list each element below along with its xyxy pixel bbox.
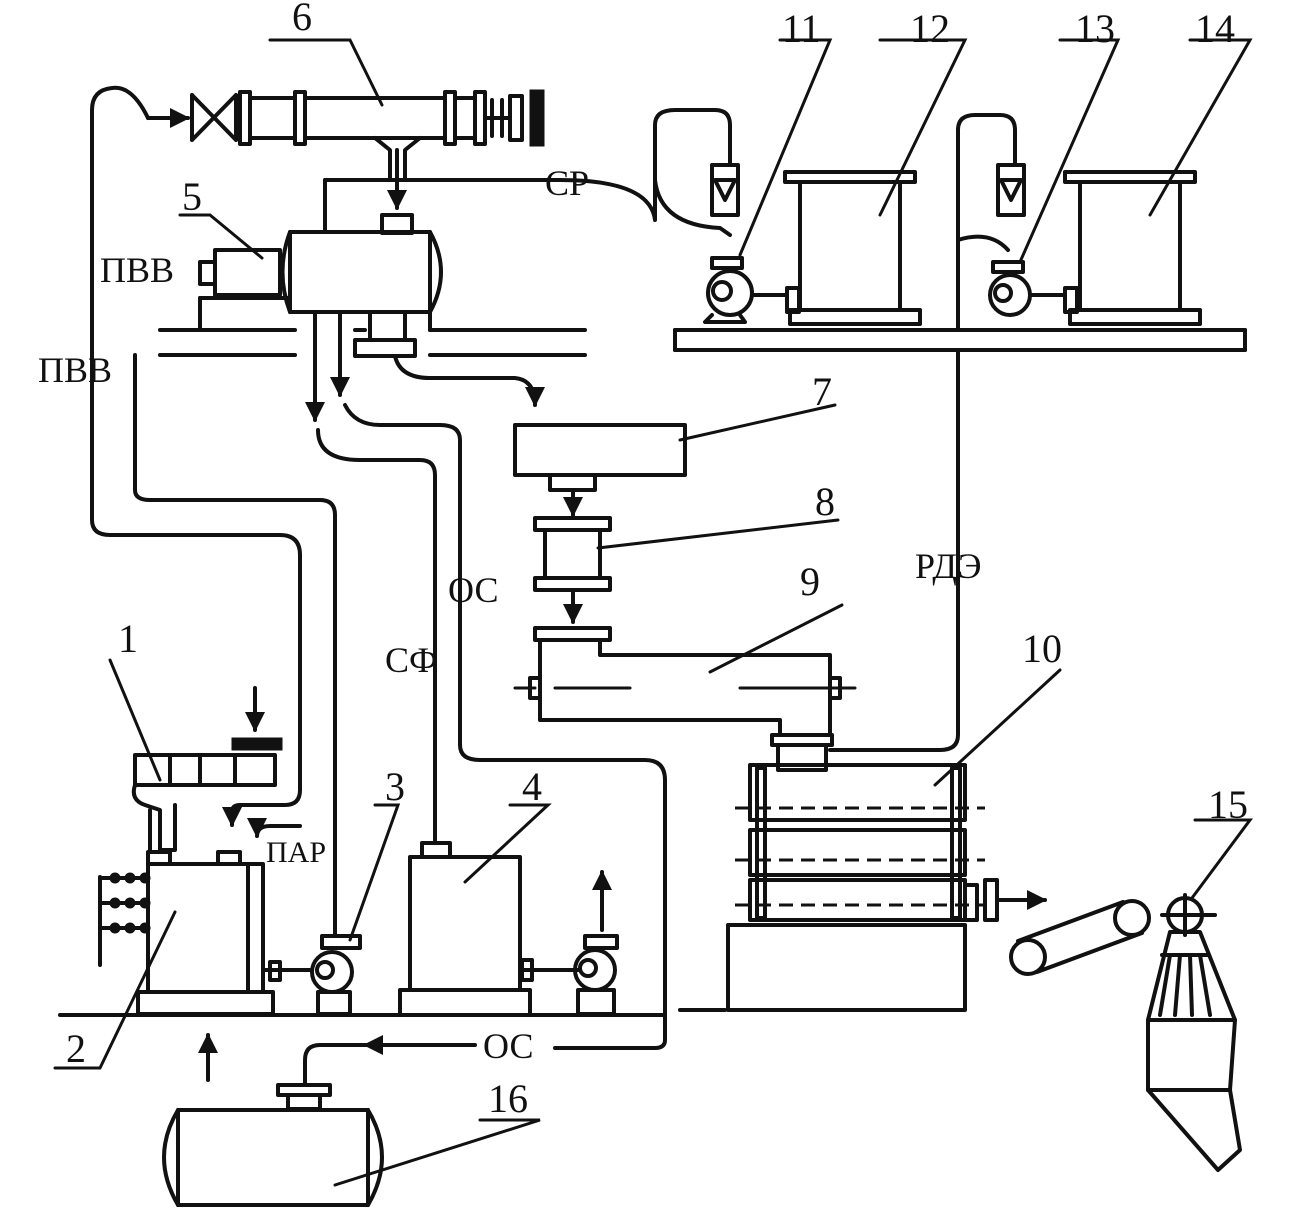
conveyor — [1009, 899, 1151, 976]
label-2: 2 — [66, 1026, 86, 1071]
stream-pvv-left: ПВВ — [38, 350, 112, 390]
floor-lines — [58, 328, 1247, 1017]
label-5: 5 — [182, 174, 202, 219]
label-14: 14 — [1195, 6, 1235, 51]
stream-sr: СР — [545, 163, 589, 203]
pipeline-6 — [146, 89, 545, 210]
unit-11-12 — [558, 108, 922, 326]
label-3: 3 — [385, 764, 405, 809]
stream-os-bottom: ОС — [483, 1026, 533, 1066]
label-1: 1 — [118, 616, 138, 661]
leader-lines — [53, 38, 1253, 1187]
separator-5 — [198, 178, 562, 358]
stream-pvv-top: ПВВ — [100, 250, 174, 290]
label-12: 12 — [910, 6, 950, 51]
label-6: 6 — [292, 0, 312, 39]
label-4: 4 — [522, 764, 542, 809]
label-9: 9 — [800, 559, 820, 604]
label-8: 8 — [815, 479, 835, 524]
label-15: 15 — [1208, 782, 1248, 827]
callout-numbers: 6 11 12 13 14 5 7 8 9 10 1 2 3 4 15 16 — [66, 0, 1248, 1121]
label-7: 7 — [812, 369, 832, 414]
label-11: 11 — [782, 6, 821, 51]
cyclone-15 — [1146, 893, 1242, 1172]
label-10: 10 — [1022, 626, 1062, 671]
stream-labels: ПВВ ПВВ СР ОС СФ РДЭ ПАР ОС — [38, 163, 982, 1066]
pvv-lines — [90, 85, 667, 1087]
label-16: 16 — [488, 1076, 528, 1121]
reactor-2 — [98, 850, 275, 1082]
tank-4 — [398, 841, 619, 1017]
equipment-9 — [513, 626, 857, 772]
stream-os-mid: ОС — [448, 570, 498, 610]
dryer-10 — [726, 348, 1047, 1012]
equipment-7 — [393, 354, 687, 517]
stream-rde: РДЭ — [915, 546, 982, 586]
equipment-8 — [533, 516, 612, 624]
storage-tank-16 — [162, 1083, 384, 1207]
stream-sf: СФ — [385, 640, 437, 680]
stream-par: ПАР — [266, 836, 326, 869]
pump-3 — [261, 934, 362, 1016]
unit-13-14 — [956, 113, 1202, 332]
label-13: 13 — [1075, 6, 1115, 51]
feeder-1 — [131, 686, 283, 852]
